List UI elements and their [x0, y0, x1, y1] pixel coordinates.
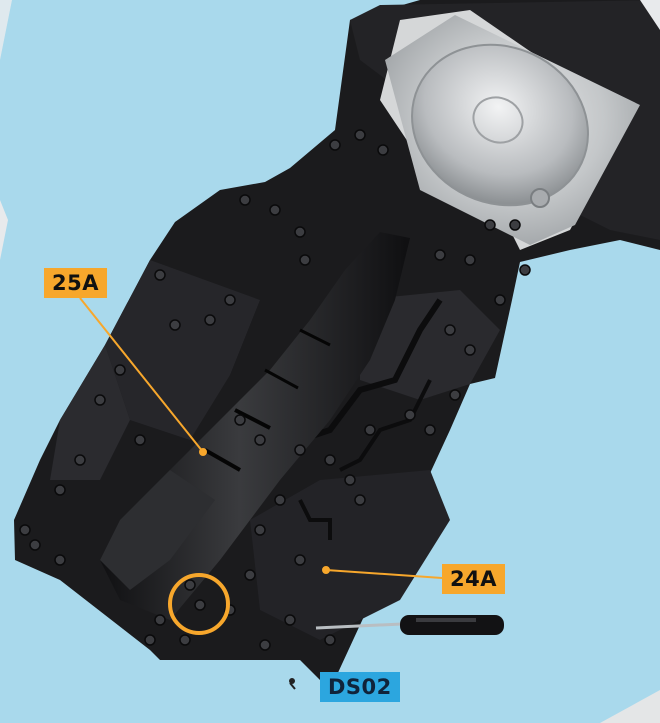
floor-panel-left-lower — [50, 345, 130, 480]
part-label-25a: 25A — [44, 268, 107, 298]
screw-heads — [19, 129, 531, 651]
cable-channel — [299, 298, 443, 443]
edge-tear-top — [640, 0, 660, 30]
screwdriver — [315, 615, 504, 635]
floor-panel-left — [105, 260, 260, 440]
leader-lines — [79, 297, 443, 579]
cable-channel-2 — [339, 379, 432, 472]
cable-channel-3 — [298, 499, 332, 540]
loose-screw — [289, 678, 296, 690]
background-paper — [0, 0, 12, 60]
part-label-24a: 24A — [442, 564, 505, 594]
floor-panel-bottom — [250, 470, 450, 640]
metal-tray — [380, 10, 640, 250]
floor-panel-right — [360, 290, 500, 400]
edge-tear-left — [0, 200, 8, 260]
central-tunnel — [100, 232, 410, 620]
highlight-circle — [168, 573, 230, 635]
background-corner — [600, 690, 660, 723]
screw-code-badge: DS02 — [320, 672, 400, 702]
